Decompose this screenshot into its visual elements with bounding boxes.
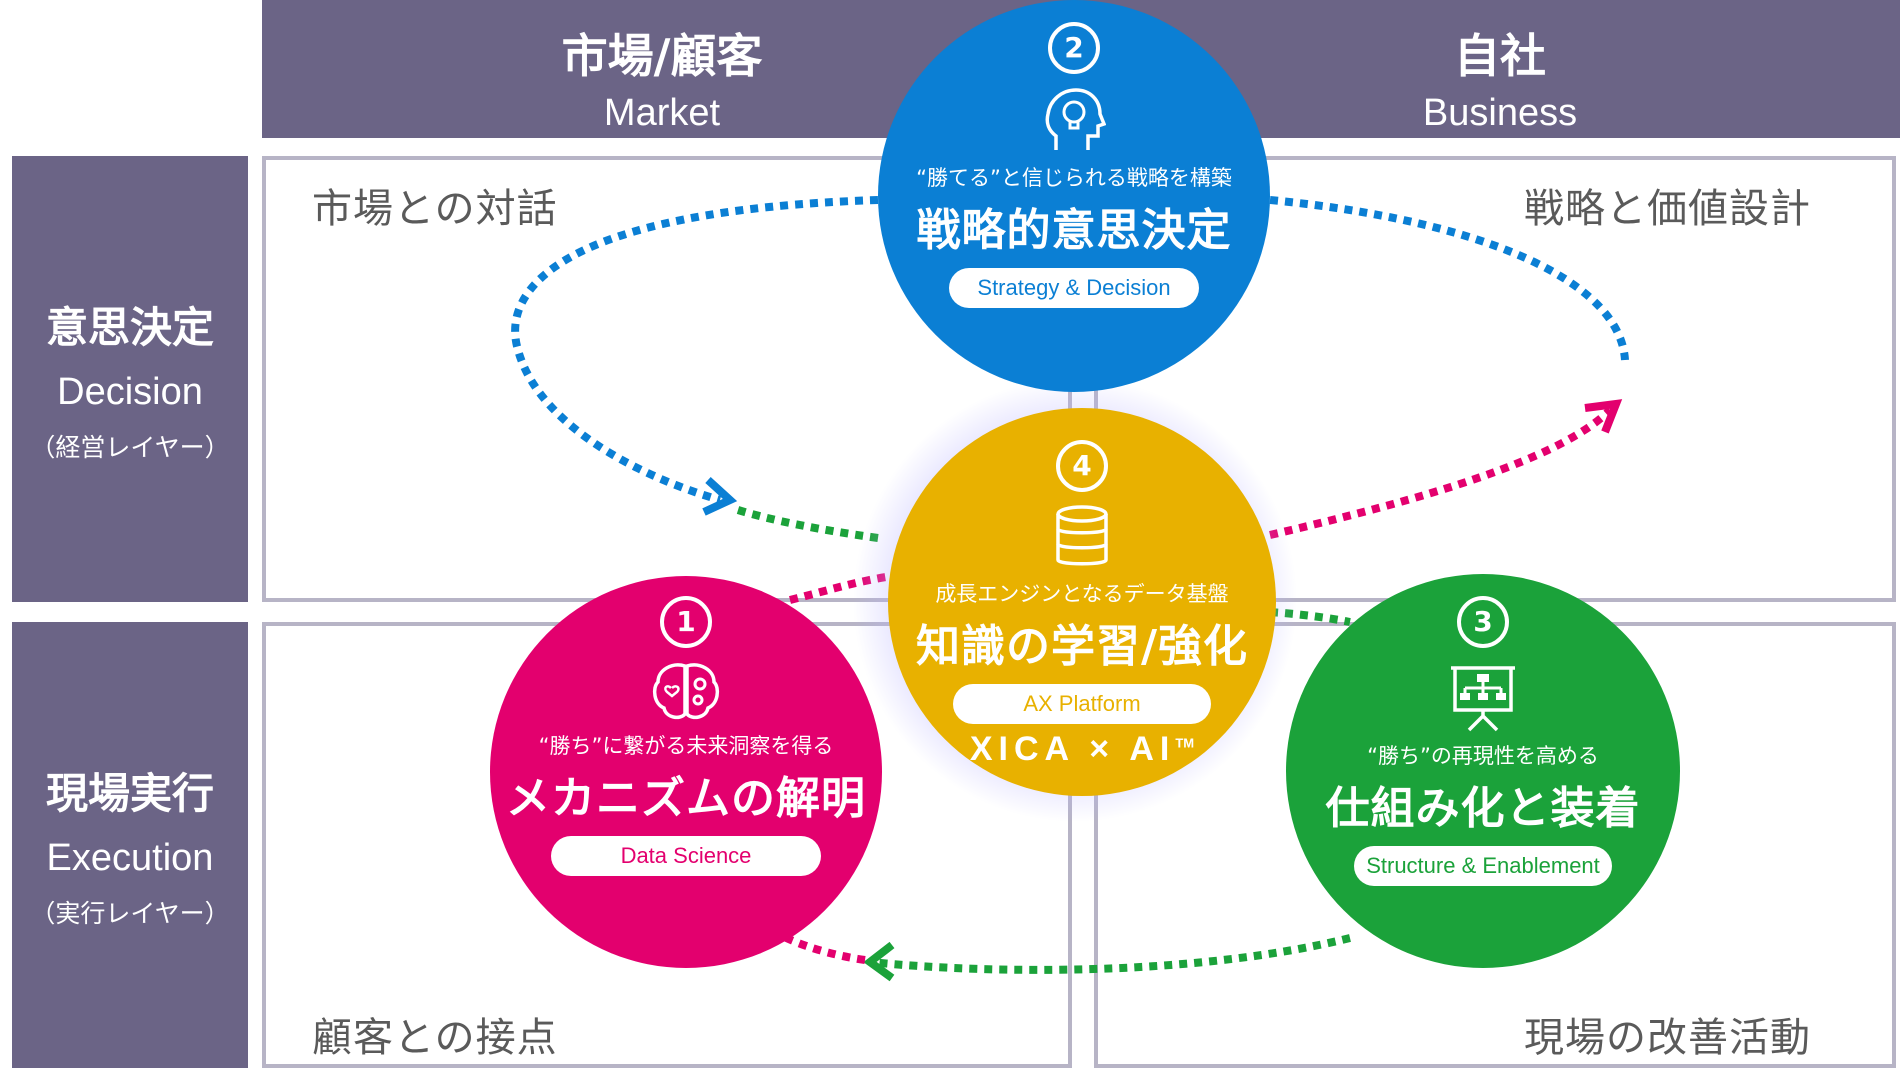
structure-tagline: “勝ち”の再現性を高める [1367,744,1599,768]
science-circle: 1 “勝ち”に繋がる未来洞察を得る メカニズムの解明 Data Science [490,576,882,968]
platform-title: 知識の学習/強化 [915,621,1249,672]
row-header-decision: 意思決定 Decision （経営レイヤー） [12,156,248,602]
row-execution-en: Execution [46,837,214,879]
arrowhead-green [863,941,895,982]
column-header-market: 市場/顧客 Market [262,20,1062,135]
row-decision-en: Decision [57,371,203,413]
strategy-pill: Strategy & Decision [949,268,1199,308]
strategy-circle: 2 “勝てる”と信じられる戦略を構築 戦略的意思決定 Strategy & De… [878,0,1270,392]
science-pill: Data Science [550,836,822,876]
row-header-execution: 現場実行 Execution （実行レイヤー） [12,622,248,1068]
column-header-business: 自社 Business [1100,20,1900,135]
row-decision-jp: 意思決定 [45,303,214,352]
structure-circle: 3 “勝ち”の再現性を高める 仕組み化と装着 Structure & Enabl… [1286,574,1680,968]
platform-tagline: 成長エンジンとなるデータ基盤 [935,582,1229,606]
arrow-pink-bottom [778,931,866,964]
strategy-number: 2 [1048,22,1100,74]
arrowhead-blue [702,477,738,516]
head-lightbulb-icon [1045,88,1106,150]
row-execution-sub: （実行レイヤー） [30,899,230,928]
science-title: メカニズムの解明 [506,773,866,824]
column-business-en: Business [1422,92,1578,134]
column-market-jp: 市場/顧客 [561,29,763,83]
quadrant-label-top-right: 戦略と価値設計 [1524,186,1811,232]
quadrant-label-top-left: 市場との対話 [312,186,558,232]
structure-pill: Structure & Enablement [1354,846,1612,886]
xica-ai-logo: XICA × AITM [888,730,1276,769]
arrow-green-bottom [869,934,1351,974]
quadrant-label-bottom-left: 顧客との接点 [312,1015,558,1061]
structure-title: 仕組み化と装着 [1325,783,1641,834]
platform-pill: AX Platform [953,684,1211,724]
science-number: 1 [660,596,712,648]
platform-number: 4 [1056,440,1108,492]
arrow-green-left [736,506,879,542]
database-icon [1056,505,1108,566]
column-market-en: Market [603,92,721,134]
strategy-tagline: “勝てる”と信じられる戦略を構築 [916,166,1232,190]
column-business-jp: 自社 [1454,29,1546,83]
row-execution-jp: 現場実行 [45,769,214,818]
brain-icon [652,663,720,720]
structure-number: 3 [1457,596,1509,648]
arrowhead-pink [1584,399,1623,434]
logo-trademark: TM [1175,735,1195,751]
arrow-blue-right [1269,196,1629,361]
quadrant-label-bottom-right: 現場の改善活動 [1524,1015,1811,1061]
strategy-title: 戦略的意思決定 [916,205,1232,256]
arrow-blue-left [511,196,879,504]
arrow-pink-right [1269,407,1613,539]
science-tagline: “勝ち”に繋がる未来洞察を得る [538,734,834,758]
logo-text: XICA × AI [969,730,1176,768]
platform-circle: 4 成長エンジンとなるデータ基盤 知識の学習/強化 AX Platform XI… [888,408,1276,796]
row-decision-sub: （経営レイヤー） [30,433,230,462]
presentation-board-icon [1451,666,1515,732]
